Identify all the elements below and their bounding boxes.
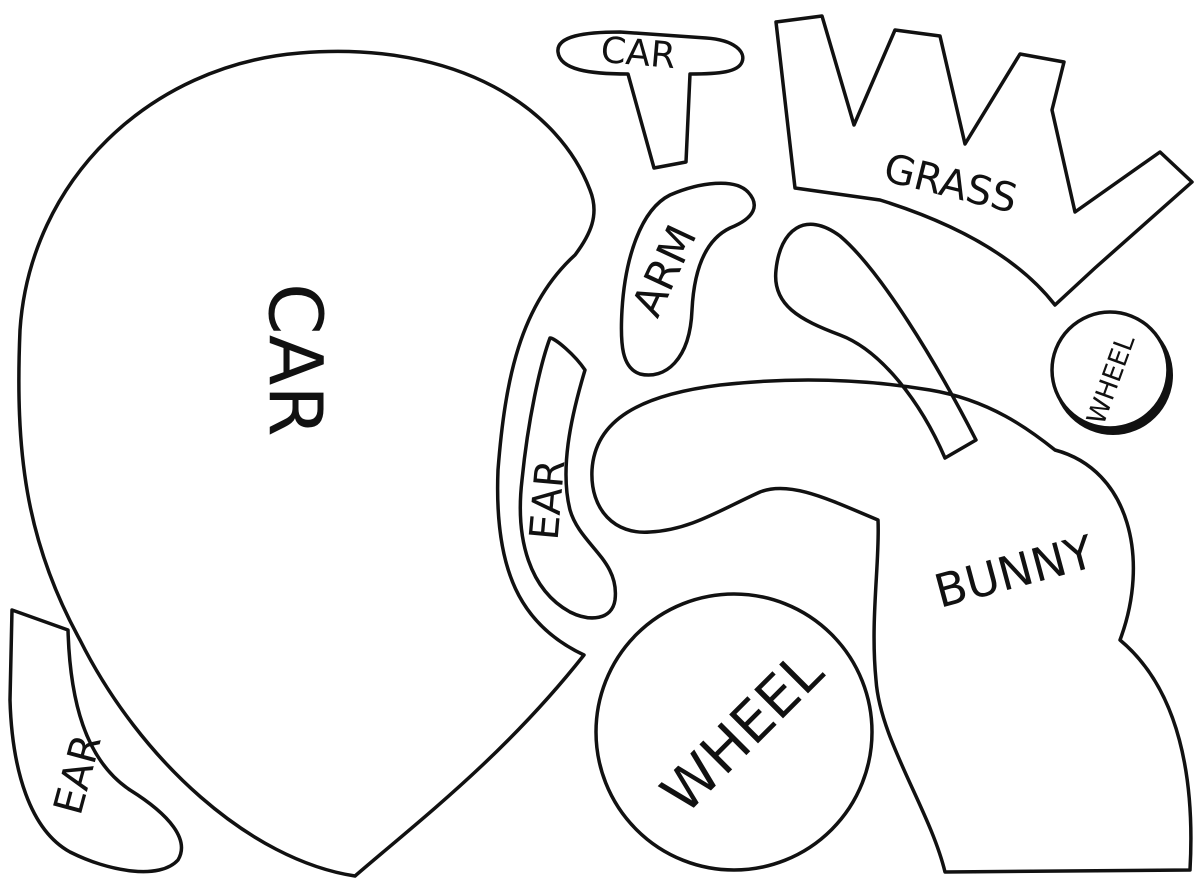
ear-middle-piece: EAR — [518, 336, 618, 620]
car-body-label: CAR — [251, 283, 337, 437]
wheel-small-piece: WHEEL — [1050, 310, 1173, 435]
car-small-piece: CAR — [556, 30, 745, 170]
ear-middle-label: EAR — [522, 458, 575, 542]
wheel-large-piece: WHEEL — [594, 592, 874, 872]
arm-piece: ARM — [619, 181, 756, 377]
ear-left-piece: EAR — [8, 608, 184, 874]
bunny-piece: BUNNY — [590, 222, 1193, 874]
car-body-piece: CAR — [17, 49, 596, 878]
car-small-label: CAR — [599, 30, 677, 77]
